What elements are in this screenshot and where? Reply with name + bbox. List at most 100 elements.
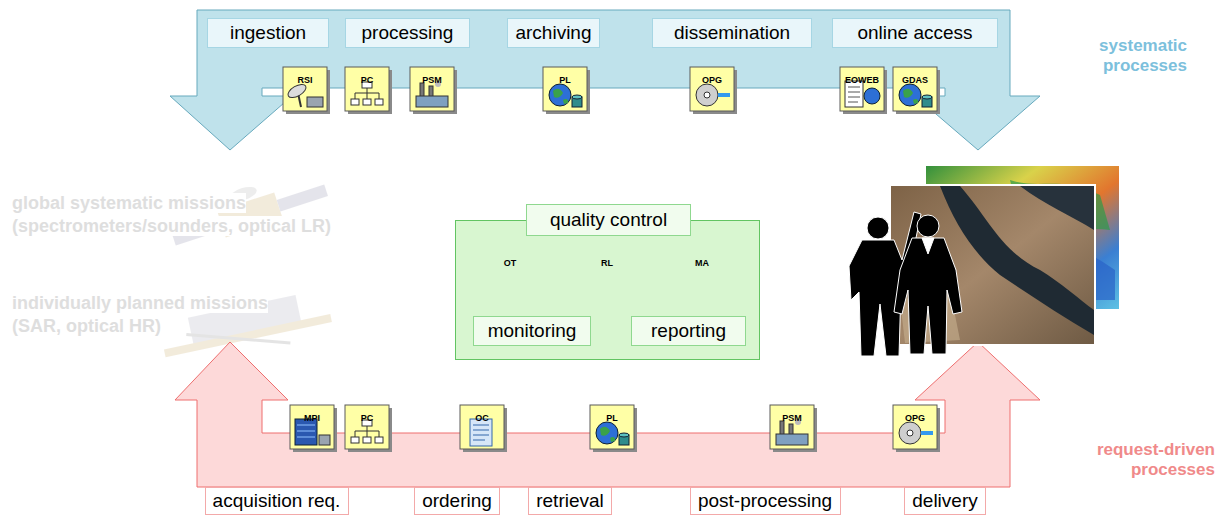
tool-icon	[840, 67, 887, 114]
icon-face	[840, 67, 884, 111]
tool-icon	[893, 405, 940, 452]
process-step-box: archiving	[507, 18, 600, 48]
step-label: retrieval	[536, 490, 604, 512]
quality-control-panel: quality controlmonitoringreporting	[455, 220, 760, 360]
tool-icon	[690, 67, 737, 114]
step-label: reporting	[651, 320, 726, 342]
person-head	[917, 215, 939, 237]
icon-box	[375, 437, 383, 443]
icon-box	[351, 437, 359, 443]
icon-label: GDAS	[902, 75, 928, 85]
process-step-box: ingestion	[207, 18, 329, 48]
tool-icon	[410, 67, 457, 114]
tool-icon	[283, 67, 330, 114]
icon-box	[363, 437, 371, 443]
icon-label-holder: PSM	[410, 69, 454, 87]
people-silhouettes	[849, 212, 962, 356]
icon-chimney	[420, 83, 424, 97]
tool-icon	[460, 405, 507, 452]
panel-heading: quality control	[526, 204, 691, 236]
icon-arrow	[718, 93, 730, 97]
request-step-box: post-processing	[690, 487, 841, 515]
tool-icon	[543, 67, 590, 114]
request-band-arrow	[175, 342, 1040, 487]
icon-face	[283, 67, 327, 111]
systematic-band-arrow	[170, 10, 1040, 150]
icon-links	[355, 88, 379, 99]
icon-globe	[864, 88, 880, 104]
icon-globe	[549, 84, 571, 106]
icon-label-holder: MPI	[290, 407, 334, 425]
icon-face	[290, 405, 334, 449]
icon-database-top	[619, 433, 629, 437]
person-head	[867, 217, 889, 239]
icon-label: PL	[559, 75, 571, 85]
tool-icon	[770, 405, 817, 452]
request-step-box: ordering	[414, 487, 500, 515]
request-step-box: acquisition req.	[205, 487, 349, 515]
icon-label: PSM	[422, 75, 442, 85]
tool-icon	[290, 405, 337, 452]
mission-type-label: global systematic missions (spectrometer…	[12, 193, 331, 236]
icon-chimney	[780, 421, 784, 435]
icon-disc	[899, 422, 921, 444]
tool-icon	[345, 67, 392, 114]
icon-chimney	[429, 86, 433, 97]
icon-label: PL	[606, 413, 618, 423]
step-label: delivery	[912, 490, 977, 512]
step-label: processing	[362, 22, 454, 44]
icon-label-holder: RL	[585, 252, 629, 270]
icon-chimney	[789, 424, 793, 435]
icon-land	[903, 89, 918, 104]
icon-label-holder: MA	[680, 252, 724, 270]
icon-label: MA	[695, 258, 709, 268]
tool-icons	[283, 67, 940, 452]
request-step-box: retrieval	[528, 487, 612, 515]
icon-face	[460, 405, 504, 449]
process-group-title: request-driven processes	[1097, 440, 1215, 479]
shirt-collar	[922, 238, 934, 254]
icon-face	[690, 67, 734, 111]
request-step-box: delivery	[904, 487, 986, 515]
icon-database-top	[922, 95, 932, 99]
icon-face	[543, 67, 587, 111]
icon-box	[351, 99, 359, 105]
icon-lines	[473, 425, 489, 440]
icon-label: EOWEB	[845, 75, 879, 85]
icon-label-holder: PC	[345, 69, 389, 87]
icon-globe	[899, 84, 921, 106]
icon-form	[470, 419, 492, 446]
icon-box	[363, 99, 371, 105]
icon-label: OC	[475, 413, 489, 423]
solar-panel	[277, 185, 328, 212]
icon-box	[375, 99, 383, 105]
mission-type-label-holder: individually planned missions (SAR, opti…	[12, 292, 312, 337]
step-label: online access	[857, 22, 972, 44]
icon-label-holder: RSI	[283, 69, 327, 87]
icon-disc-hole	[704, 92, 710, 98]
step-label: ingestion	[230, 22, 306, 44]
person-body	[894, 238, 962, 354]
icon-globe	[596, 422, 618, 444]
icon-building	[319, 435, 330, 445]
icon-face	[590, 405, 634, 449]
icon-label-holder: OPG	[893, 407, 937, 425]
icon-stripes	[297, 425, 315, 437]
process-step-box: online access	[832, 18, 998, 48]
icon-face	[893, 67, 937, 111]
mission-type-label-holder: global systematic missions (spectrometer…	[12, 192, 372, 237]
icon-label: OPG	[702, 75, 722, 85]
icon-label: PC	[361, 75, 374, 85]
icon-database-top	[572, 95, 582, 99]
icon-building	[416, 96, 448, 107]
step-label: post-processing	[698, 490, 832, 512]
mission-type-label: individually planned missions (SAR, opti…	[12, 293, 268, 336]
icon-label-holder: PL	[590, 407, 634, 425]
icon-label: PSM	[782, 413, 802, 423]
quality-step-box: reporting	[631, 316, 746, 346]
icon-label-holder: OT	[488, 252, 532, 270]
tool-icon	[893, 67, 940, 114]
process-step-box: processing	[345, 18, 470, 48]
quality-step-box: monitoring	[473, 316, 591, 346]
